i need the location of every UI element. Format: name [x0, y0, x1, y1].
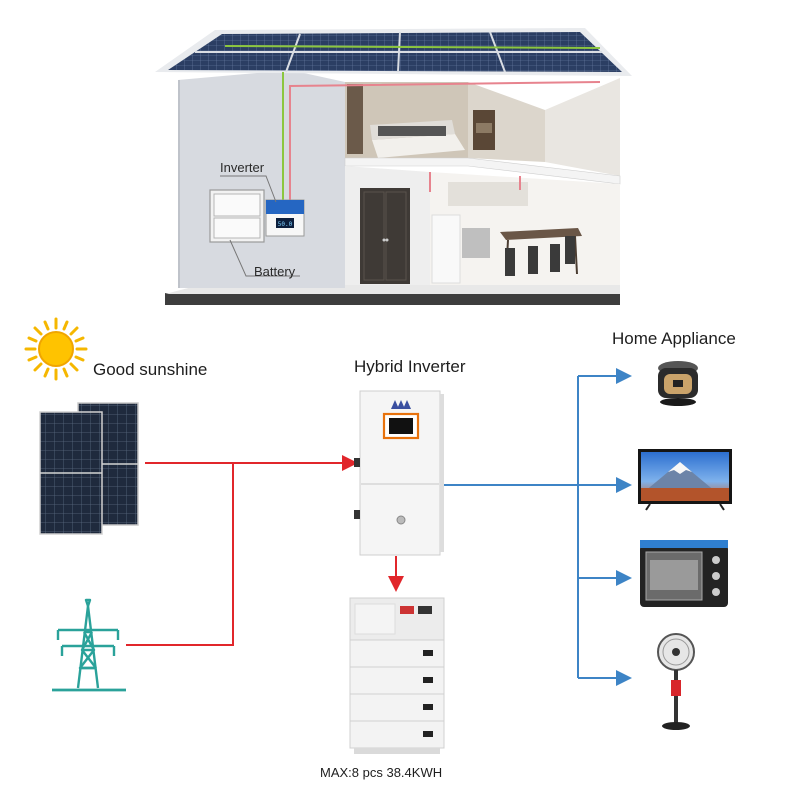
roof-solar-panels [155, 28, 632, 76]
fan-icon [657, 633, 695, 730]
oven-icon [640, 540, 728, 607]
battery-label: Battery [254, 264, 296, 279]
svg-text:50.0: 50.0 [278, 221, 293, 228]
battery-capacity-caption: MAX:8 pcs 38.4KWH [320, 765, 443, 780]
inverter-screen [389, 418, 413, 434]
battery-stack [349, 597, 445, 754]
inverter-label: Inverter [220, 160, 265, 175]
tv-icon [638, 449, 732, 511]
brand-logo [391, 400, 411, 409]
house-inverter: 50.0 [265, 199, 305, 237]
inverter-title: Hybrid Inverter [354, 357, 466, 376]
solar-panel-icon [39, 402, 139, 535]
dc-input-lines [126, 455, 404, 646]
appliances-title: Home Appliance [612, 329, 736, 348]
ac-output-lines [440, 368, 632, 686]
sun-icon [24, 317, 88, 381]
power-tower-icon [52, 598, 126, 692]
house-battery [209, 189, 265, 243]
sunshine-label: Good sunshine [93, 360, 208, 379]
rice-cooker-icon [658, 361, 698, 406]
house-illustration: 50.0 [155, 28, 632, 305]
hybrid-inverter-unit [354, 390, 444, 556]
